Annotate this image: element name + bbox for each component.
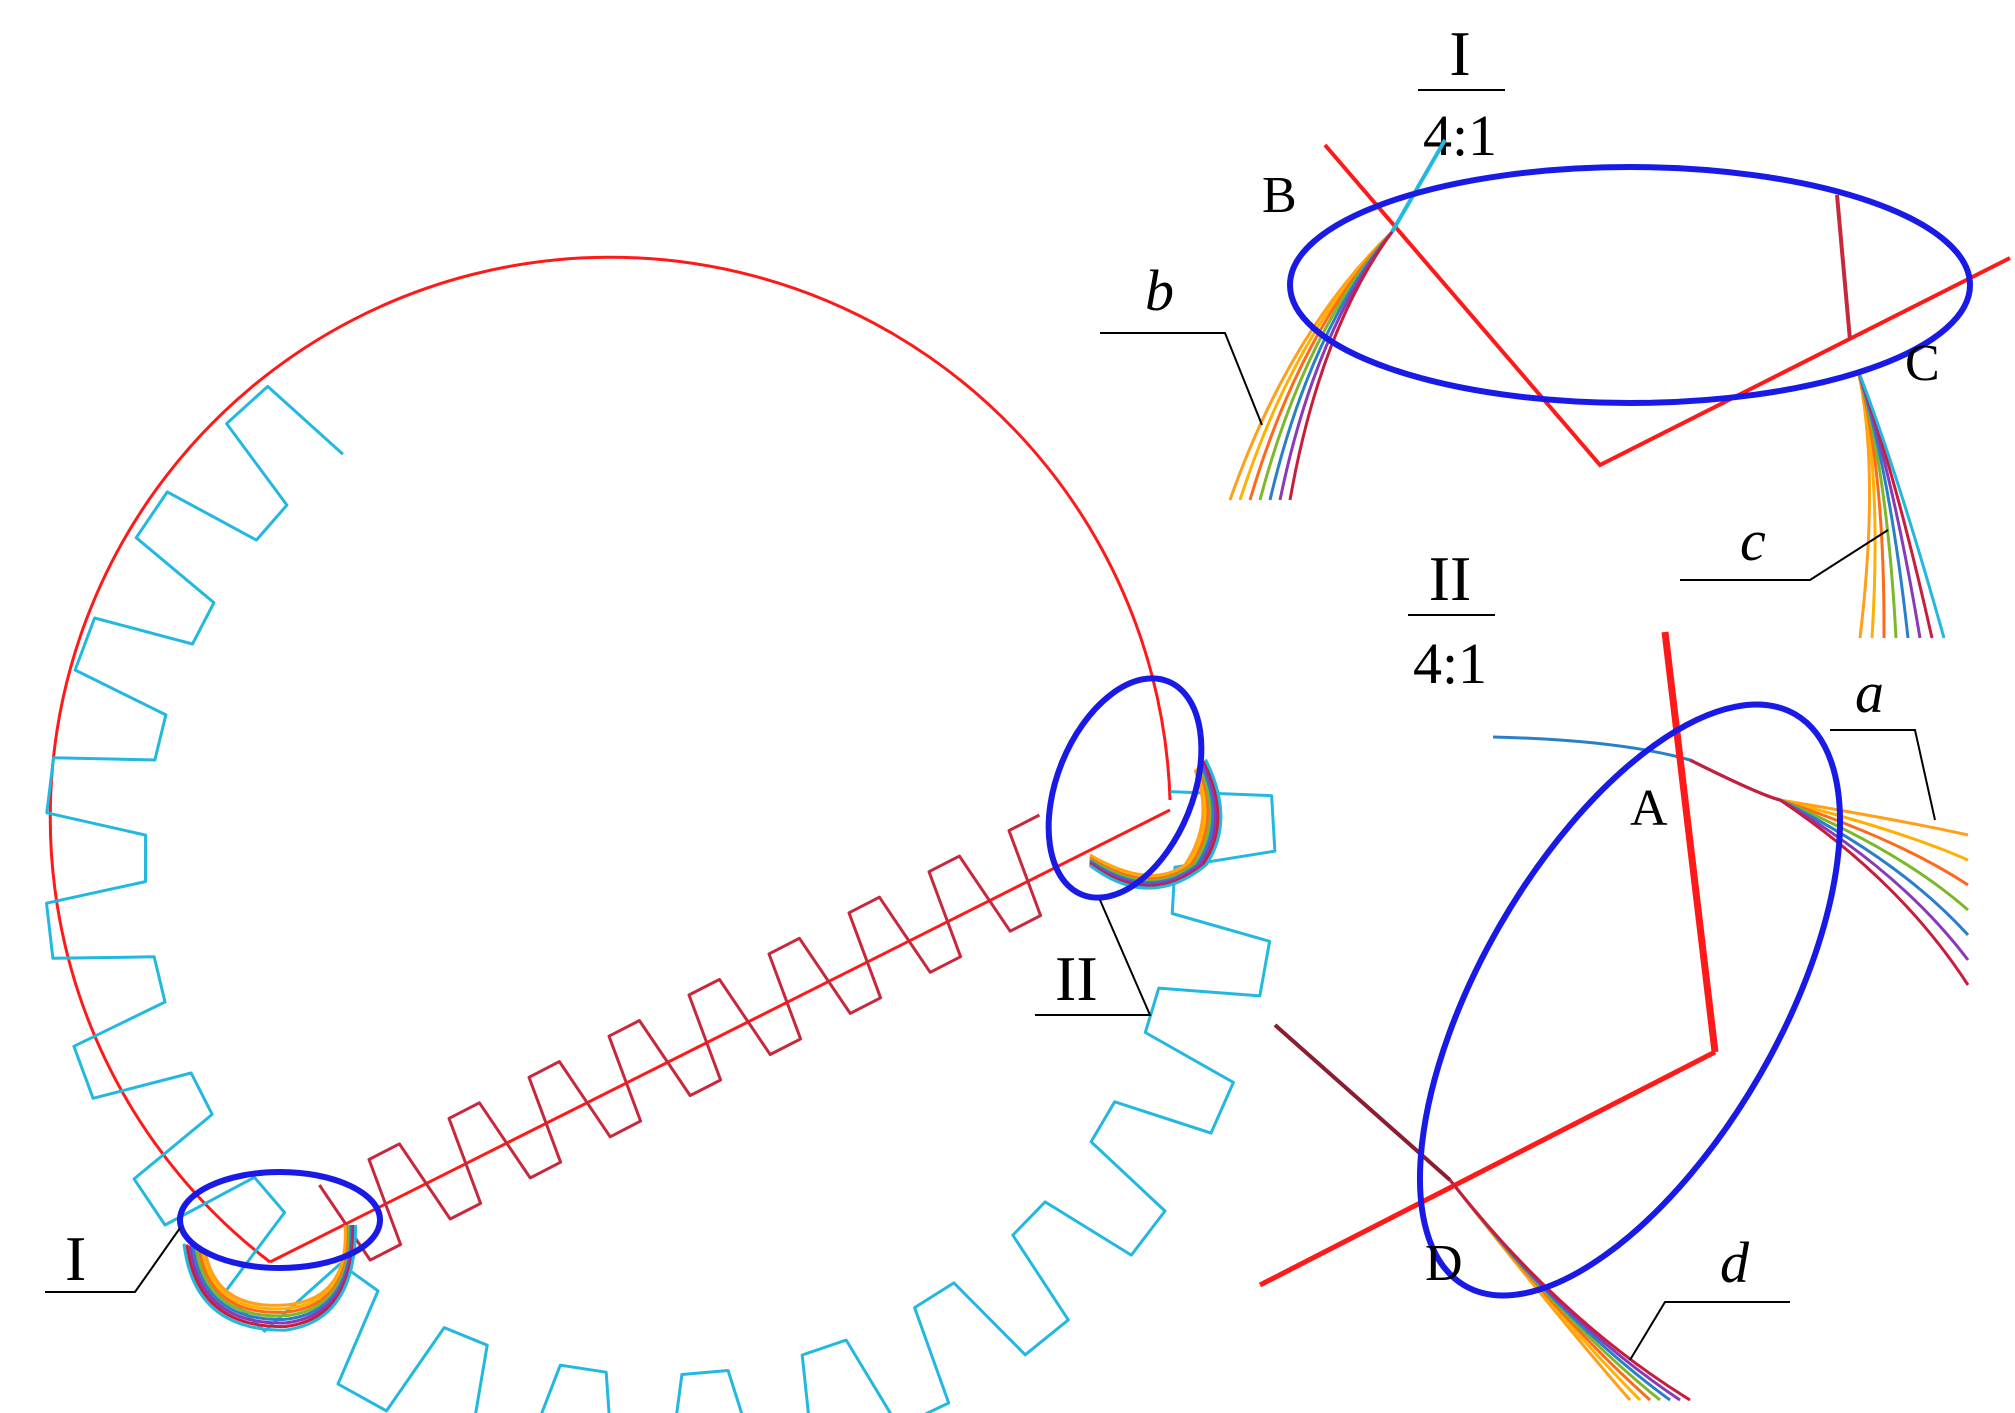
fillet-curve-a-1: [1689, 758, 1969, 837]
detail-I-rack-tooth: [1835, 194, 1852, 341]
pitch-circle: [48, 255, 1172, 1264]
rack-tooth-profile: [318, 813, 1043, 1262]
fillet-curve-I-7: [185, 1224, 356, 1329]
detail-label-II: II: [1055, 943, 1098, 1014]
gear-tooth-profile: [45, 384, 1277, 1413]
fillet-curve-II-7: [1089, 760, 1220, 888]
fillet-curve-I-3: [197, 1224, 350, 1314]
detail-I-gear-tooth: [1390, 139, 1447, 233]
fillet-curve-I-4: [194, 1224, 352, 1318]
fillet-curve-d-7: [1448, 1179, 1691, 1402]
leader-line-b: [1100, 332, 1263, 426]
detail-II-title: II: [1429, 543, 1472, 614]
curve-label-c: c: [1740, 508, 1766, 573]
fillet-curves-c: [1856, 369, 1946, 639]
detail-ellipse-I: [177, 1169, 383, 1271]
curve-label-b: b: [1145, 258, 1174, 323]
curve-label-a: a: [1855, 660, 1884, 725]
fillet-bundle-II: [1089, 758, 1223, 890]
fillet-curve-II-1: [1089, 769, 1205, 877]
fillet-curve-a-7: [1689, 758, 1970, 986]
fillet-curve-b-7: [1288, 231, 1394, 501]
fillet-bundle-I: [182, 1224, 358, 1332]
fillet-curve-II-6: [1089, 761, 1218, 886]
fillet-curves-b: [1228, 230, 1394, 501]
fillet-curve-I-2: [200, 1224, 349, 1311]
fillet-curve-a-2: [1689, 758, 1969, 862]
fillet-curves-d: [1448, 1179, 1691, 1402]
point-label-D: D: [1425, 1235, 1463, 1292]
point-label-C: C: [1905, 335, 1940, 392]
detail-I-title: I: [1449, 18, 1470, 89]
detail-II-pitch-line-thick: [1661, 631, 1719, 1053]
detail-II-pitch-line: [1258, 1049, 1717, 1288]
fillet-curve-II-3: [1089, 766, 1210, 881]
leader-line-d: [1629, 1301, 1790, 1361]
fillet-curves-a: [1689, 758, 1970, 986]
fillet-curve-II-4: [1089, 764, 1213, 883]
detail-I-ellipse: [1287, 164, 1973, 406]
fillet-curve-II-2: [1089, 767, 1207, 879]
fillet-curve-I-8: [182, 1224, 358, 1332]
rack-pitch-line: [269, 808, 1171, 1264]
point-label-B: B: [1262, 167, 1297, 224]
detail-label-I: I: [65, 1223, 86, 1294]
detail-II-scale: 4:1: [1413, 631, 1487, 696]
curve-label-d: d: [1720, 1230, 1750, 1295]
main-view: I II: [45, 255, 1277, 1413]
detail-I-pitch-line: [1323, 143, 2011, 468]
fillet-curve-II-5: [1089, 763, 1215, 884]
leader-line-I: [45, 1227, 181, 1293]
fillet-curve-c-8: [1856, 369, 1946, 639]
fillet-curve-II-8: [1089, 758, 1223, 890]
detail-II-ellipse: [1417, 701, 1843, 1299]
detail-view-II: II 4:1 A D a d: [1258, 543, 1970, 1402]
detail-view-I: I 4:1 B C b c: [1100, 18, 2011, 639]
detail-II-gear-curve: [1492, 735, 1691, 762]
detail-ellipse-II: [1045, 675, 1205, 901]
leader-line-c: [1680, 529, 1889, 581]
leader-line-a: [1830, 729, 1936, 821]
point-label-A: A: [1630, 780, 1668, 837]
fillet-curve-d-6: [1448, 1179, 1681, 1402]
fillet-curve-I-1: [203, 1224, 347, 1307]
leader-line-II: [1035, 899, 1152, 1016]
fillet-curve-I-5: [191, 1224, 353, 1321]
